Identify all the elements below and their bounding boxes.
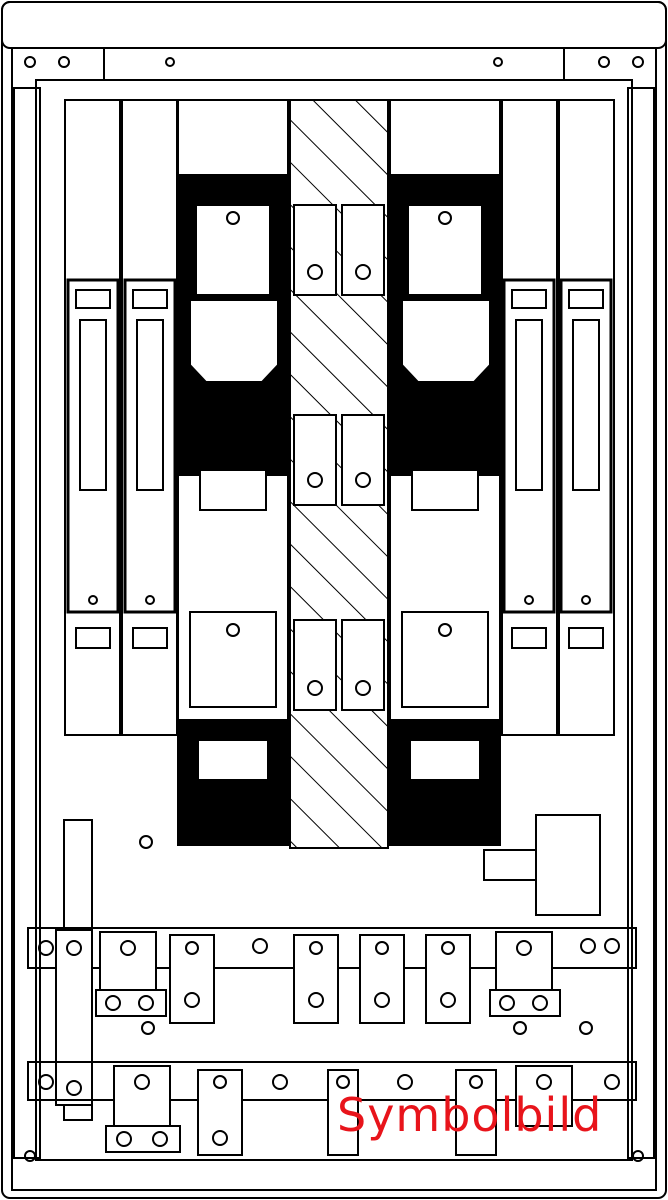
center-busbar-hatched — [289, 99, 389, 849]
lower-busbar — [27, 1061, 637, 1161]
upper-busbar — [27, 927, 637, 1106]
screw-holes — [24, 56, 644, 1162]
enclosure-inner — [11, 47, 657, 1191]
right-rail — [627, 87, 655, 1159]
enclosure-top-bar — [1, 1, 667, 49]
right-fuse-modules — [501, 99, 615, 736]
symbolbild-watermark: Symbolbild — [337, 1088, 603, 1142]
left-nh-fuse-holder — [177, 99, 289, 846]
right-nh-fuse-holder — [389, 99, 501, 846]
left-fuse-modules — [64, 99, 178, 736]
left-rail — [13, 87, 41, 1159]
